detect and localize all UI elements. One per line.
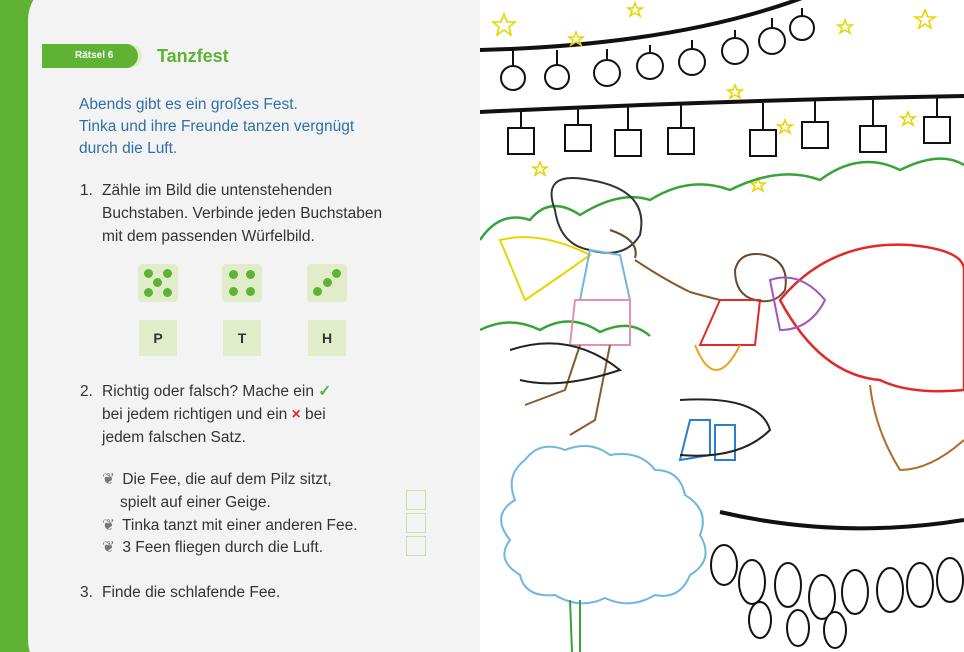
lantern-garland-top (500, 8, 815, 91)
dice-dot (246, 270, 255, 279)
letter-box-h[interactable]: H (308, 320, 346, 356)
hedge-top (480, 157, 964, 241)
dice-dot (229, 270, 238, 279)
fairy-tinka (498, 177, 691, 436)
fairy-dance-scene (480, 0, 964, 652)
mushroom-cap (778, 243, 964, 393)
coloring-illustration (480, 0, 964, 652)
leaf-icon: ❦ (102, 539, 115, 556)
leaf-icon: ❦ (102, 517, 115, 534)
task-line: Richtig oder falsch? Mache ein (102, 383, 314, 400)
statement-1: ❦ Die Fee, die auf dem Pilz sitzt, (102, 470, 332, 489)
task-text: Zähle im Bild die untenstehenden Buchsta… (102, 179, 382, 248)
mushroom-stem (869, 384, 964, 472)
task-text: Richtig oder falsch? Mache ein ✓ bei jed… (102, 380, 331, 449)
intro-line: durch die Luft. (79, 140, 178, 157)
dice-dot (163, 288, 172, 297)
task-number: 3. (80, 584, 93, 601)
dice-three[interactable] (307, 264, 347, 302)
dice-five[interactable] (138, 264, 178, 302)
puzzle-tab (42, 44, 138, 68)
worksheet-page: Rätsel 6 Tanzfest Abends gibt es ein gro… (0, 0, 480, 652)
intro-line: Abends gibt es ein großes Fest. (79, 96, 298, 113)
letter-box-t[interactable]: T (223, 320, 261, 356)
statement-3: ❦ 3 Feen fliegen durch die Luft. (102, 538, 323, 557)
dice-dot (144, 269, 153, 278)
fairy-dancing (678, 253, 827, 462)
checkmark-icon: ✓ (318, 383, 332, 400)
task-line: Zähle im Bild die untenstehenden (102, 182, 333, 199)
statement-text: Tinka tanzt mit einer anderen Fee. (122, 517, 358, 534)
lantern-garland-bottom (710, 544, 964, 649)
statement-text: spielt auf einer Geige. (120, 494, 271, 511)
answer-checkbox-3[interactable] (406, 536, 426, 556)
cross-icon: × (291, 406, 301, 423)
statement-2: ❦ Tinka tanzt mit einer anderen Fee. (102, 516, 358, 535)
letter-box-p[interactable]: P (139, 320, 177, 356)
task-line: jedem falschen Satz. (102, 429, 246, 446)
page-spine-curve (28, 0, 68, 652)
stars (490, 0, 938, 193)
dice-dot (229, 287, 238, 296)
task-line: mit dem passenden Würfelbild. (102, 228, 315, 245)
leaf-icon: ❦ (102, 471, 115, 488)
statement-text: Die Fee, die auf dem Pilz sitzt, (122, 471, 332, 488)
task-line: bei jedem richtigen und ein (102, 406, 288, 423)
dice-dot (153, 278, 162, 287)
task-number: 1. (80, 182, 93, 199)
answer-checkbox-1[interactable] (406, 490, 426, 510)
lantern-garland-middle (507, 98, 951, 157)
dice-dot (246, 287, 255, 296)
statement-1-cont: spielt auf einer Geige. (120, 494, 271, 512)
dice-dot (144, 288, 153, 297)
task-number: 2. (80, 383, 93, 400)
puzzle-tab-label: Rätsel 6 (75, 50, 114, 61)
intro-text: Abends gibt es ein großes Fest. Tinka un… (79, 94, 354, 160)
task-text: Finde die schlafende Fee. (102, 584, 281, 601)
dice-four[interactable] (222, 264, 262, 302)
dice-dot (313, 287, 322, 296)
dice-dot (163, 269, 172, 278)
blue-bush (500, 445, 707, 605)
task-line: Buchstaben. Verbinde jeden Buchstaben (102, 205, 383, 222)
statement-text: 3 Feen fliegen durch die Luft. (122, 539, 324, 556)
dice-dot (323, 278, 332, 287)
answer-checkbox-2[interactable] (406, 513, 426, 533)
intro-line: Tinka und ihre Freunde tanzen vergnügt (79, 118, 355, 135)
dice-dot (332, 269, 341, 278)
task-line: bei (304, 406, 326, 423)
page-title: Tanzfest (157, 46, 229, 66)
